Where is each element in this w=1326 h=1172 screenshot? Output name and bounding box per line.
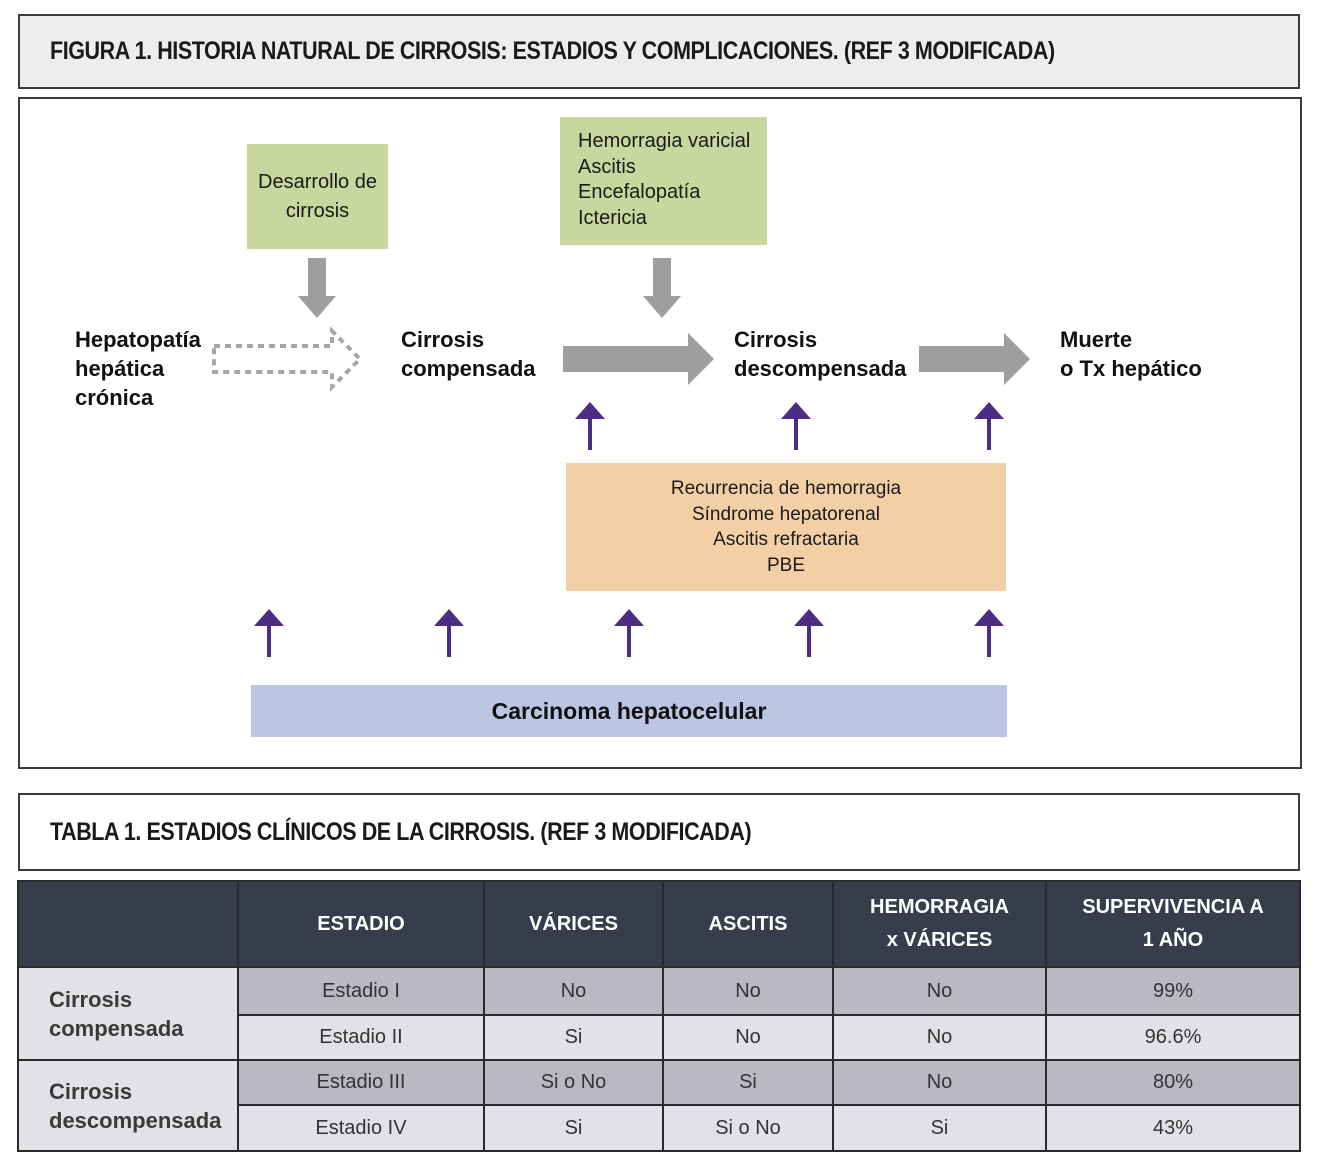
group-label: Cirrosis descompensada <box>17 1059 239 1152</box>
table-title: TABLA 1. ESTADIOS CLÍNICOS DE LA CIRROSI… <box>18 793 1300 871</box>
text: o Tx hepático <box>1060 356 1202 381</box>
box-carcinoma: Carcinoma hepatocelular <box>251 685 1007 737</box>
text: Síndrome hepatorenal <box>691 503 880 525</box>
table-cell: Si o No <box>662 1104 834 1152</box>
box-desarrollo-cirrosis: Desarrollo de cirrosis <box>247 144 388 249</box>
up-arrow-head <box>575 402 605 419</box>
table-cell: No <box>832 966 1047 1016</box>
right-arrow-icon <box>919 333 1030 385</box>
text: Ictericia <box>578 206 647 229</box>
box-late-complications: Recurrencia de hemorragia Síndrome hepat… <box>566 463 1006 591</box>
table-cell: 99% <box>1045 966 1301 1016</box>
table-cell: Si <box>832 1104 1047 1152</box>
stage-hepatopatia: Hepatopatía hepática crónica <box>75 325 201 412</box>
up-arrow-head <box>434 609 464 626</box>
text: descompensada <box>49 1107 222 1133</box>
up-arrow-head <box>974 402 1004 419</box>
table-cell: Estadio IV <box>237 1104 485 1152</box>
table-cell: No <box>832 1014 1047 1061</box>
text: Recurrencia de hemorragia <box>670 478 902 499</box>
text: Cirrosis <box>49 986 133 1012</box>
text: compensada <box>401 356 536 381</box>
text: Cirrosis <box>401 327 485 352</box>
header-varices: VÁRICES <box>483 880 664 968</box>
header-empty <box>17 880 239 968</box>
table-cell: No <box>832 1059 1047 1106</box>
table-cell: Estadio I <box>237 966 485 1016</box>
box-complications: Hemorragia varicial Ascitis Encefalopatí… <box>560 117 767 245</box>
text: Ascitis refractaria <box>713 529 859 550</box>
text: Desarrollo de <box>258 170 377 193</box>
text: Ascitis <box>578 155 636 178</box>
table-cell: Si o No <box>483 1059 664 1106</box>
text: PBE <box>766 554 806 576</box>
table-cell: No <box>483 966 664 1016</box>
figure-diagram <box>18 97 1302 769</box>
text: Cirrosis <box>734 327 818 352</box>
table-cell: Estadio III <box>237 1059 485 1106</box>
table-cell: Si <box>483 1104 664 1152</box>
stage-muerte: Muerte o Tx hepático <box>1060 325 1202 383</box>
stage-compensada: Cirrosis compensada <box>401 325 536 383</box>
text: SUPERVIVENCIA A <box>1082 896 1264 918</box>
table-title-text: TABLA 1. ESTADIOS CLÍNICOS DE LA CIRROSI… <box>50 817 752 846</box>
up-arrow-head <box>794 609 824 626</box>
text: Hemorragia varicial <box>578 130 751 152</box>
text: Hepatopatía <box>75 327 201 352</box>
text: descompensada <box>734 356 907 381</box>
text: Cirrosis <box>49 1078 133 1104</box>
text: Carcinoma hepatocelular <box>491 697 767 724</box>
table-cell: Estadio II <box>237 1014 485 1061</box>
down-arrow-icon <box>298 258 336 318</box>
group-label: Cirrosis compensada <box>17 966 239 1061</box>
gray-arrows <box>298 258 1030 385</box>
table-header-row: ESTADIO VÁRICES ASCITIS HEMORRAGIA x VÁRI… <box>17 880 1301 968</box>
header-supervivencia: SUPERVIVENCIA A 1 AÑO <box>1045 880 1301 968</box>
table-cell: 43% <box>1045 1104 1301 1152</box>
up-arrow-head <box>781 402 811 419</box>
diagram-arrows <box>212 258 1030 657</box>
table-cell: 96.6% <box>1045 1014 1301 1061</box>
figure-title: FIGURA 1. HISTORIA NATURAL DE CIRROSIS: … <box>18 14 1300 89</box>
stage-descompensada: Cirrosis descompensada <box>734 325 906 383</box>
header-ascitis: ASCITIS <box>662 880 834 968</box>
dotted-right-arrow-icon <box>212 326 363 392</box>
right-arrow-icon <box>563 333 714 385</box>
table-cell: No <box>662 1014 834 1061</box>
table-cell: Si <box>483 1014 664 1061</box>
text: compensada <box>49 1015 184 1041</box>
figure-title-text: FIGURA 1. HISTORIA NATURAL DE CIRROSIS: … <box>50 37 1055 65</box>
text: Muerte <box>1060 327 1133 352</box>
table-cell: 80% <box>1045 1059 1301 1106</box>
header-estadio: ESTADIO <box>237 880 485 968</box>
table-cell: No <box>662 966 834 1016</box>
text: x VÁRICES <box>886 929 993 951</box>
up-arrow-head <box>254 609 284 626</box>
text: Encefalopatía <box>578 181 701 203</box>
stages-table: ESTADIO VÁRICES ASCITIS HEMORRAGIA x VÁRI… <box>17 880 1301 1152</box>
text: 1 AÑO <box>1142 929 1204 951</box>
text: HEMORRAGIA <box>870 896 1009 918</box>
up-arrow-head <box>614 609 644 626</box>
header-hemorragia: HEMORRAGIA x VÁRICES <box>832 880 1047 968</box>
text: cirrosis <box>285 199 350 222</box>
text: hepática <box>75 356 165 381</box>
down-arrow-icon <box>643 258 681 318</box>
up-arrow-head <box>974 609 1004 626</box>
table-cell: Si <box>662 1059 834 1106</box>
text: crónica <box>75 385 154 410</box>
